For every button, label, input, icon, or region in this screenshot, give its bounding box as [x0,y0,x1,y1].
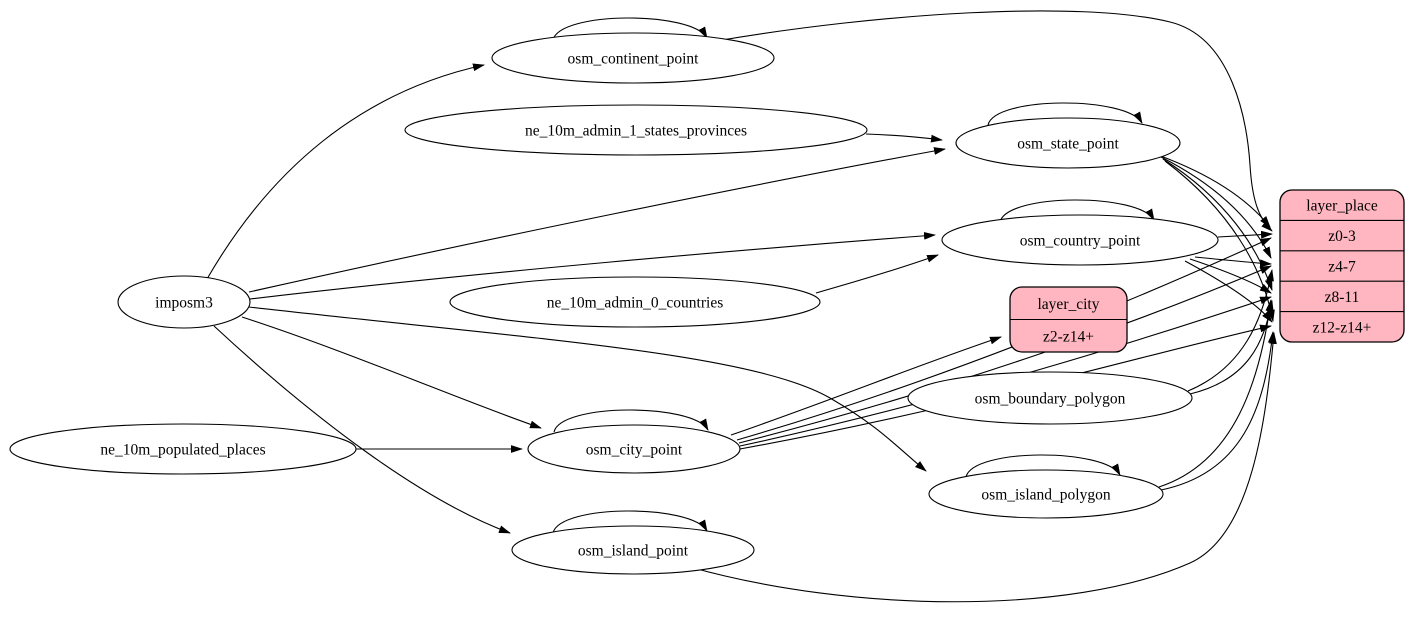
edge-imposm3-to-osm_island_polygon [248,306,927,472]
record-row-layer_place-2: z4-7 [1328,259,1356,276]
self-loop-osm_island_polygon [965,454,1121,478]
edge-ne_10m_admin_0_countries-to-osm_country_point [815,254,939,294]
node-label-osm_state_point: osm_state_point [1017,136,1119,153]
record-row-layer_city-1: z2-z14+ [1043,328,1094,345]
record-row-layer_place-3: z8-11 [1325,289,1360,306]
node-osm_state_point: osm_state_point [955,117,1181,169]
self-loop-osm_state_point [987,102,1143,126]
nodes-layer: imposm3 osm_continent_point ne_10m_admin_1… [9,32,1219,575]
edge-osm_country_point-to-layer_place:z0-3 [1217,230,1273,239]
node-osm_island_point: osm_island_point [511,525,755,575]
node-label-osm_boundary_polygon: osm_boundary_polygon [975,391,1126,408]
node-label-ne_10m_admin_0_countries: ne_10m_admin_0_countries [547,295,724,312]
node-osm_country_point: osm_country_point [941,214,1219,266]
node-shape-osm_continent_point [491,32,775,84]
edge-osm_state_point-to-layer_place:z4-7 [1160,156,1272,259]
node-label-osm_island_point: osm_island_point [578,543,689,560]
node-label-ne_10m_admin_1_states_provinces: ne_10m_admin_1_states_provinces [525,123,747,140]
edge-osm_country_point-to-layer_place:z4-7 [1194,256,1272,268]
record-shape-layer_place [1279,189,1405,343]
self-loop-osm_continent_point [552,17,708,41]
node-shape-osm_country_point [941,214,1219,266]
node-shape-osm_island_polygon [928,469,1164,519]
self-loop-osm_city_point [553,409,709,433]
node-label-imposm3: imposm3 [155,295,213,312]
node-shape-ne_10m_admin_1_states_provinces [404,104,868,156]
node-shape-osm_boundary_polygon [907,371,1193,425]
node-osm_continent_point: osm_continent_point [491,32,775,84]
node-shape-osm_state_point [955,117,1181,169]
node-label-ne_10m_populated_places: ne_10m_populated_places [100,442,265,459]
edge-imposm3-to-osm_continent_point [206,63,485,280]
self-loop-osm_island_point [552,510,708,534]
edge-osm_state_point-to-layer_place:z8-11 [1162,158,1273,291]
node-shape-imposm3 [117,275,251,329]
node-ne_10m_admin_0_countries: ne_10m_admin_0_countries [449,276,821,328]
node-osm_boundary_polygon: osm_boundary_polygon [907,371,1193,425]
record-row-layer_place-4: z12-z14+ [1313,319,1372,336]
node-ne_10m_populated_places: ne_10m_populated_places [9,423,357,475]
node-label-osm_island_polygon: osm_island_polygon [981,487,1110,504]
node-ne_10m_admin_1_states_provinces: ne_10m_admin_1_states_provinces [404,104,868,156]
edge-imposm3-to-osm_country_point [249,231,936,300]
edge-imposm3-to-osm_city_point [241,316,542,429]
record-row-layer_city-0: layer_city [1038,296,1100,313]
node-shape-osm_island_point [511,525,755,575]
edge-osm_continent_point-to-layer_place:z0-3 [715,10,1273,232]
record-layer_city: layer_city z2-z14+ [1009,286,1128,353]
edge-imposm3-to-osm_state_point [248,147,946,293]
edge-osm_island_point-to-layer_place:z12-z14+ [689,332,1277,603]
edge-osm_city_point-to-layer_place:z4-7 [738,265,1272,444]
records-layer: layer_city z2-z14+ layer_place z0-3 z4-7 z8-1… [1009,189,1405,353]
node-label-osm_country_point: osm_country_point [1020,233,1141,250]
record-row-layer_place-0: layer_place [1306,198,1378,215]
node-shape-osm_city_point [527,424,741,474]
node-osm_island_polygon: osm_island_polygon [928,469,1164,519]
node-osm_city_point: osm_city_point [527,424,741,474]
edge-imposm3-to-osm_island_point [213,325,511,534]
edge-osm_country_point-to-layer_place:z8-11 [1189,258,1272,294]
edge-osm_island_polygon-to-layer_place:z8-11 [1158,299,1274,488]
edges-layer [206,10,1277,603]
edge-osm_island_polygon-to-layer_place:z12-z14+ [1160,331,1276,491]
self-loop-osm_country_point [999,199,1155,223]
node-label-osm_city_point: osm_city_point [586,442,683,459]
node-shape-ne_10m_populated_places [9,423,357,475]
record-row-layer_place-1: z0-3 [1328,228,1356,245]
record-layer_place: layer_place z0-3 z4-7 z8-11 z12-z14+ [1279,189,1405,343]
node-label-osm_continent_point: osm_continent_point [568,51,700,68]
edge-osm_city_point-to-layer_city:z2-z14+ [730,336,1002,436]
edge-osm_city_point-to-layer_place:z8-11 [739,296,1272,447]
node-imposm3: imposm3 [117,275,251,329]
edge-osm_boundary_polygon-to-layer_place:z4-7 [1187,269,1274,392]
edge-ne_10m_admin_1_states_provinces-to-osm_state_point [865,133,943,143]
node-shape-ne_10m_admin_0_countries [449,276,821,328]
edge-osm_state_point-to-layer_place:z0-3 [1157,154,1271,228]
